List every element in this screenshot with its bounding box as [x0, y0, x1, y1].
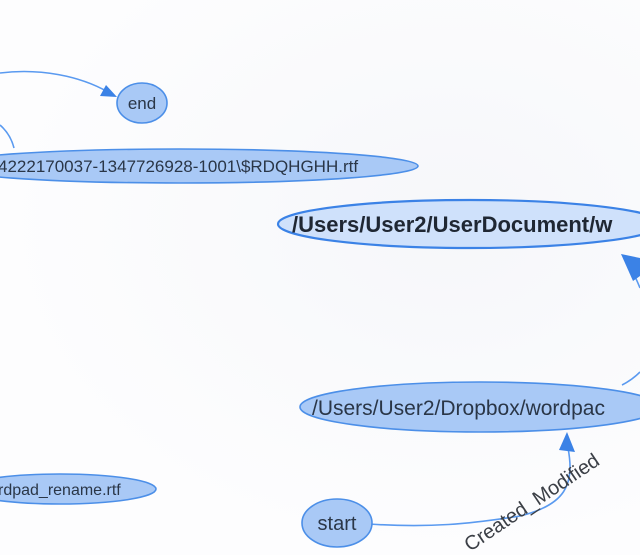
- arrowhead-dropbox: [559, 432, 575, 452]
- node-start[interactable]: start: [301, 498, 373, 548]
- edge-into-end: [0, 70, 109, 93]
- node-dropbox-path[interactable]: /Users/User2/Dropbox/wordpac: [299, 381, 640, 433]
- node-start-label: start: [318, 513, 357, 535]
- node-end[interactable]: end: [116, 82, 168, 124]
- edge-dropbox-right: [621, 371, 640, 386]
- edge-label-created-modified: Created_Modified: [460, 450, 603, 555]
- edge-rdq-up: [0, 124, 15, 149]
- node-wordpad-rename-label: rdpad_rename.rtf: [0, 482, 121, 499]
- node-rdqhghh-file-label: 4222170037-1347726928-1001\$RDQHGHH.rtf: [0, 157, 358, 176]
- node-end-label: end: [128, 94, 156, 113]
- node-user-document-path-label: /Users/User2/UserDocument/w: [292, 212, 613, 237]
- node-wordpad-rename[interactable]: rdpad_rename.rtf: [0, 473, 157, 505]
- arrowhead-end: [100, 85, 117, 97]
- node-rdqhghh-file[interactable]: 4222170037-1347726928-1001\$RDQHGHH.rtf: [0, 148, 419, 184]
- node-user-document-path[interactable]: /Users/User2/UserDocument/w: [276, 198, 640, 250]
- edge-start-to-dropbox: [367, 440, 571, 527]
- arrowhead-userdoc: [621, 254, 640, 281]
- node-dropbox-path-label: /Users/User2/Dropbox/wordpac: [312, 397, 605, 420]
